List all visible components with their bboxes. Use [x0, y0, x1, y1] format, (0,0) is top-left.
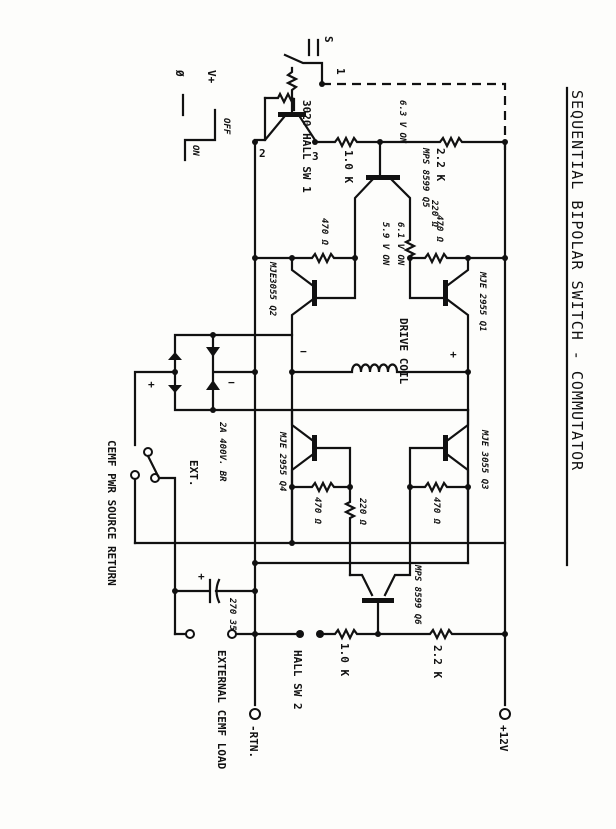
hall-sw1-label: 3020 HALL SW 1 — [300, 100, 313, 193]
r-470-q4-label: 470 Ω — [312, 497, 322, 525]
r-470-q2-label: 470 Ω — [319, 218, 329, 246]
r-1k-bot-label: 1.0 K — [338, 643, 351, 676]
on-label: ON — [190, 145, 200, 156]
q5-label: MPS 8599 Q5 — [420, 147, 430, 208]
bridge-label: 2A 400V. BR — [217, 421, 227, 482]
transistor-q2 — [290, 256, 357, 542]
pin3-label: 3 — [312, 150, 319, 163]
q3-label: MJE 3055 Q3 — [479, 429, 489, 490]
q2-label: MJE3055 Q2 — [267, 261, 277, 316]
v-plus-label: V+ — [205, 70, 218, 84]
terminal-plus-12v[interactable] — [499, 708, 511, 720]
power-switch-symbol[interactable] — [181, 93, 217, 162]
off-label: OFF — [221, 118, 231, 135]
q4-label: MJE 2955 Q4 — [277, 431, 287, 492]
transistor-q4 — [290, 408, 352, 545]
r-220-top-label: 220 Ω — [429, 199, 439, 228]
r-220-bot-label: 220 Ω — [357, 497, 367, 526]
ext-switch[interactable] — [130, 447, 177, 636]
bridge-minus: − — [228, 376, 235, 389]
terminal-rtn[interactable] — [249, 708, 261, 720]
drive-coil — [290, 363, 470, 374]
q6-label: MPS 8599 Q6 — [412, 564, 422, 625]
rtn-label: -RTN. — [247, 725, 260, 758]
hall-sw2-label: HALL SW 2 — [291, 650, 304, 710]
transistor-q6 — [348, 541, 412, 636]
hall-switch-1 — [252, 38, 325, 145]
q1-label: MJE 2955 Q1 — [477, 271, 487, 332]
bridge-plus: + — [148, 378, 155, 391]
ext-label: EXT. — [187, 460, 200, 487]
zero-label: Ø — [173, 69, 186, 77]
v12-label: +12V — [497, 725, 510, 752]
q4-bias-row — [290, 480, 352, 494]
v61-label: 6.1 V ON — [395, 222, 405, 266]
bottom-bus — [173, 627, 507, 641]
capacitor-270 — [173, 578, 257, 604]
pin1-label: 1 — [334, 68, 347, 75]
transistor-q3 — [408, 408, 470, 565]
hall-sw2-contact-b[interactable] — [316, 630, 324, 638]
ext-load-label: EXTERNAL CEMF LOAD — [215, 650, 228, 770]
terminal-ext-load-b[interactable] — [227, 629, 237, 639]
coil-minus: − — [300, 345, 307, 358]
cemf-label: CEMF PWR SOURCE RETURN — [105, 440, 118, 586]
bridge-rectifier — [133, 332, 470, 447]
pin2-label: 2 — [259, 147, 266, 160]
coil-plus: + — [450, 348, 457, 361]
r-2k2-top-label: 2.2 K — [434, 148, 447, 181]
top-bus — [313, 135, 507, 149]
r-2k2-bot-label: 2.2 K — [431, 645, 444, 678]
cap-label: 270 35V — [227, 597, 237, 637]
v63-label: 6.3 V ON — [397, 100, 407, 144]
r-1k-top-label: 1.0 K — [342, 150, 355, 183]
r-470-q3-label: 470 Ω — [431, 497, 441, 525]
diagram-title: SEQUENTIAL BIPOLAR SWITCH - COMMUTATOR — [568, 90, 586, 471]
terminal-ext-load-a[interactable] — [185, 629, 195, 639]
s-label: S — [322, 36, 335, 43]
dashed-link — [322, 82, 507, 150]
drive-coil-label: DRIVE COIL — [397, 318, 410, 385]
v59-label: 5.9 V ON — [380, 222, 390, 266]
transistor-q1 — [408, 256, 470, 542]
hall-sw2-contact-a[interactable] — [296, 630, 304, 638]
q1-bias-row — [408, 251, 507, 265]
cap-plus: + — [198, 570, 205, 583]
q3-bias-row — [408, 480, 470, 494]
r-220-bot — [343, 485, 357, 577]
q2-bias-row — [253, 251, 357, 265]
r-470-q1-label: 470 Ω — [434, 215, 444, 243]
